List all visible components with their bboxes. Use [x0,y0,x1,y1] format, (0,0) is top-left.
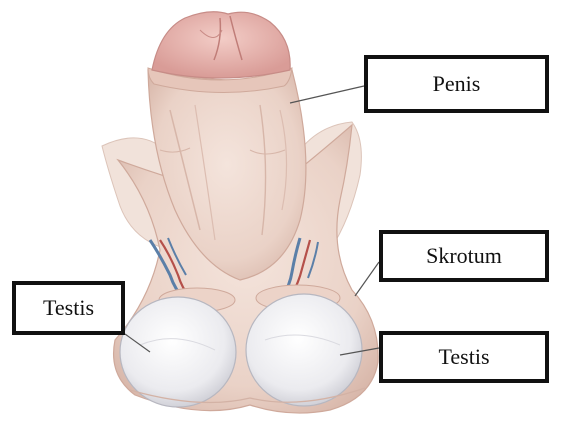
leader-skrotum [355,262,379,296]
label-testis-left: Testis [12,281,125,335]
label-penis: Penis [364,55,549,113]
leader-penis [290,86,364,103]
label-testis-right: Testis [379,331,549,383]
label-skrotum: Skrotum [379,230,549,282]
testis-left-shape [120,297,236,407]
glans [152,12,290,78]
testis-right-shape [246,294,362,406]
